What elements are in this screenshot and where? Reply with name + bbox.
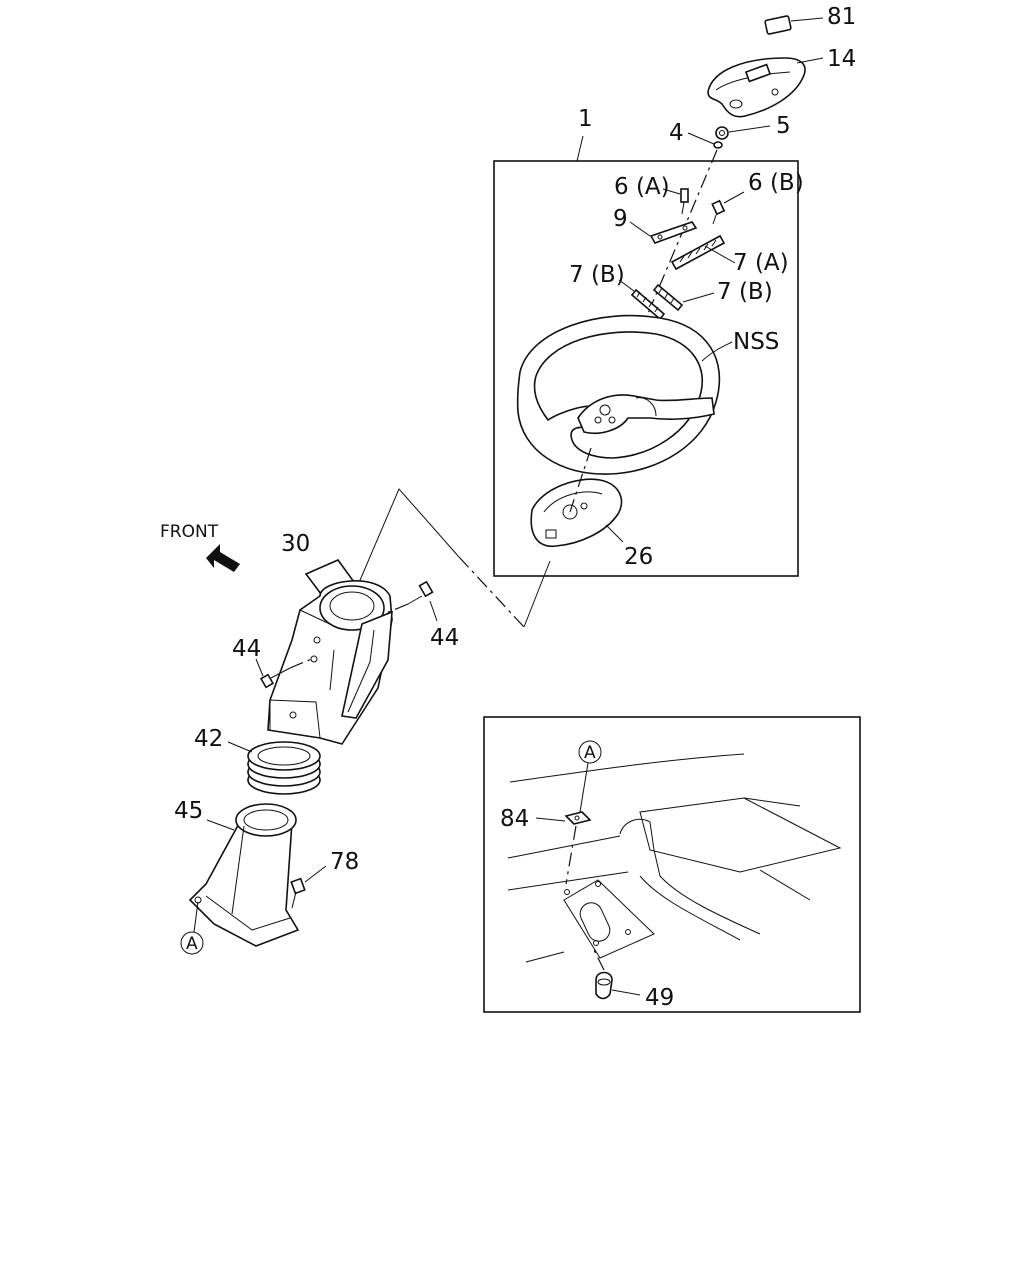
callout-78: 78 bbox=[330, 849, 359, 875]
spring-7a bbox=[670, 234, 726, 271]
ref-label-a-main: A bbox=[186, 934, 198, 954]
callout-nss: NSS bbox=[733, 329, 779, 355]
ref-circle-a-detail bbox=[578, 740, 602, 764]
callout-44-left: 44 bbox=[232, 636, 261, 662]
horn-cover-14 bbox=[707, 57, 806, 118]
ref-label-a-detail: A bbox=[584, 743, 596, 763]
callout-26: 26 bbox=[624, 544, 653, 570]
callout-44-right: 44 bbox=[430, 625, 459, 651]
screw-6a bbox=[680, 188, 689, 215]
front-label: FRONT bbox=[160, 522, 219, 542]
cover-26 bbox=[530, 478, 623, 547]
washer-4 bbox=[713, 141, 723, 149]
callout-6a: 6 (A) bbox=[614, 174, 670, 200]
plate-9 bbox=[649, 221, 698, 244]
callout-9: 9 bbox=[613, 206, 628, 232]
callout-42: 42 bbox=[194, 726, 223, 752]
front-direction-arrow-icon bbox=[206, 544, 240, 572]
detail-floor-panel bbox=[507, 753, 842, 963]
lower-cover-45 bbox=[188, 803, 300, 947]
bolt-44-left bbox=[259, 667, 291, 689]
spring-7b-right bbox=[652, 283, 684, 312]
bolt-78 bbox=[290, 877, 306, 909]
clip-84 bbox=[564, 811, 592, 825]
emblem-81 bbox=[764, 15, 792, 35]
ref-circle-a-main bbox=[180, 931, 204, 955]
callout-7b-left: 7 (B) bbox=[569, 262, 625, 288]
callout-49: 49 bbox=[645, 985, 674, 1011]
callout-30: 30 bbox=[281, 531, 310, 557]
column-cover-30 bbox=[267, 559, 393, 745]
detail-box bbox=[483, 716, 861, 1013]
nut-49 bbox=[595, 971, 613, 1000]
callout-84: 84 bbox=[500, 806, 529, 832]
callout-81: 81 bbox=[827, 4, 856, 30]
bolt-44-right bbox=[407, 580, 434, 605]
nut-5 bbox=[715, 126, 729, 140]
callout-6b: 6 (B) bbox=[748, 170, 804, 196]
callout-7a: 7 (A) bbox=[733, 250, 789, 276]
steering-wheel-nss bbox=[516, 314, 721, 475]
assembly-box-1 bbox=[493, 160, 799, 577]
screw-6b bbox=[711, 199, 726, 225]
callout-5: 5 bbox=[776, 113, 791, 139]
callout-45: 45 bbox=[174, 798, 203, 824]
callout-7b-right: 7 (B) bbox=[717, 279, 773, 305]
boot-42 bbox=[247, 741, 321, 795]
callout-4: 4 bbox=[669, 120, 684, 146]
callout-14: 14 bbox=[827, 46, 856, 72]
callout-1: 1 bbox=[578, 106, 593, 132]
